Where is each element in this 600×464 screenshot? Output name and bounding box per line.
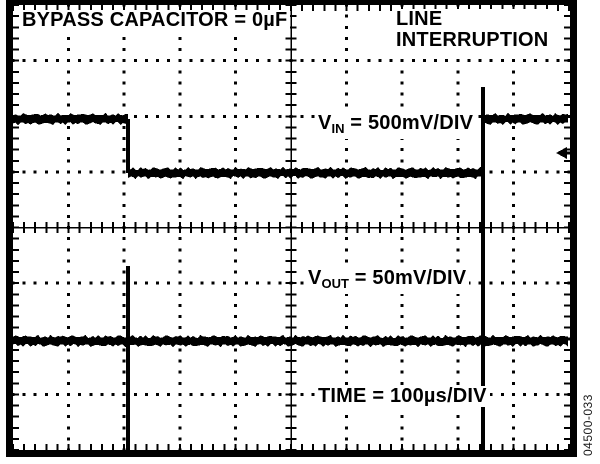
line-interruption-label-line2: INTERRUPTION (396, 29, 549, 51)
trace-vout (13, 172, 568, 451)
vout-subscript: OUT (321, 276, 349, 291)
figure-number: 04500-033 (581, 394, 595, 456)
trace-vin (13, 86, 568, 180)
vout-value: = 50mV/DIV (349, 267, 467, 289)
left-arrow-icon (556, 146, 567, 159)
trace-level-marker (556, 146, 571, 159)
line-interruption-label: LINE INTERRUPTION (393, 8, 552, 51)
scope-graticule (6, 0, 577, 457)
vout-scale-label: VOUT = 50mV/DIV (305, 267, 470, 294)
vin-symbol: V (318, 112, 332, 134)
time-scale-label: TIME = 100µs/DIV (315, 386, 490, 407)
vin-value: = 500mV/DIV (344, 112, 474, 134)
vout-symbol: V (308, 267, 322, 289)
bypass-capacitor-label: BYPASS CAPACITOR = 0µF (19, 10, 291, 31)
vin-scale-label: VIN = 500mV/DIV (315, 112, 477, 139)
vin-subscript: IN (331, 121, 345, 136)
line-interruption-label-line1: LINE (396, 8, 443, 30)
